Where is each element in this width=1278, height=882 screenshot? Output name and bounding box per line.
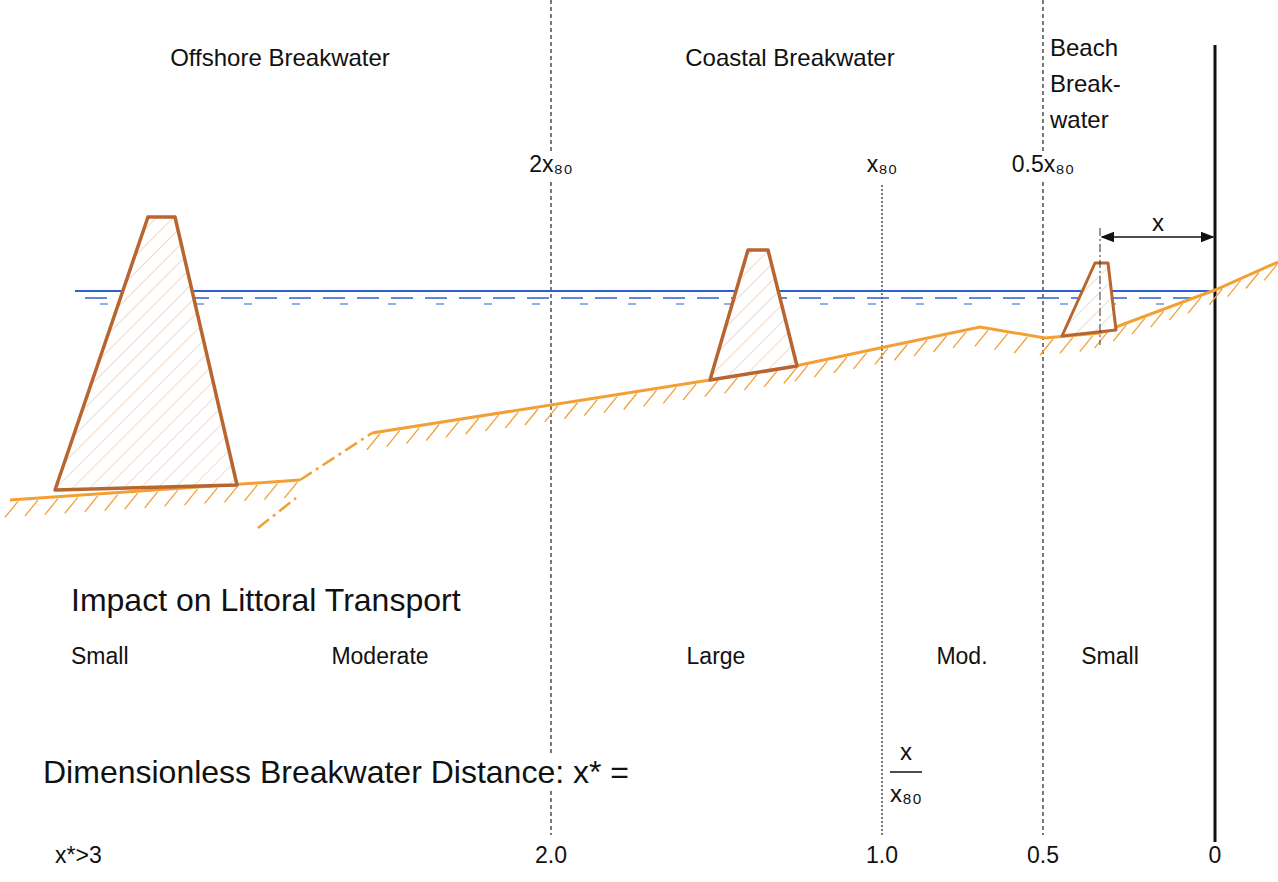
hatch-stroke <box>914 340 927 356</box>
hatch-stroke <box>85 496 98 512</box>
hatch-stroke <box>406 428 419 444</box>
hatch-stroke <box>105 495 118 511</box>
scale-value: 0 <box>1206 842 1225 870</box>
zone-boundary <box>550 0 551 835</box>
impact-level: Small <box>1078 643 1142 671</box>
hatch-stroke <box>663 387 676 403</box>
water-line <box>100 303 1190 304</box>
zone-title: Beach Break- water <box>1047 30 1141 138</box>
dimension-label: x <box>1149 209 1167 238</box>
breakwater-section <box>55 217 237 490</box>
break-mark <box>258 498 296 528</box>
hatch-stroke <box>45 499 58 515</box>
hatch-stroke <box>975 330 988 346</box>
hatch-stroke <box>894 344 907 360</box>
impact-level: Mod. <box>933 643 990 671</box>
distance-mark: x₈₀ <box>864 151 901 179</box>
hatch-stroke <box>1060 337 1073 353</box>
hatch-stroke <box>683 384 696 400</box>
water-line <box>75 290 1215 292</box>
hatch-stroke <box>485 415 498 431</box>
scale-value: 2.0 <box>532 842 570 870</box>
hatch-stroke <box>834 357 847 373</box>
hatch-stroke <box>224 486 237 502</box>
scale-value: 0.5 <box>1024 842 1062 870</box>
shoreline-marker <box>1214 45 1217 845</box>
hatch-stroke <box>205 488 218 504</box>
hatch-stroke <box>744 374 757 390</box>
hatch-stroke <box>1014 337 1027 353</box>
fraction-denominator: x₈₀ <box>887 780 925 809</box>
hatch-stroke <box>764 371 777 387</box>
hatch-stroke <box>25 500 38 516</box>
hatch-stroke <box>244 485 257 501</box>
section-heading: Impact on Littoral Transport <box>68 581 464 619</box>
hatch-stroke <box>854 353 867 369</box>
hatch-stroke <box>814 361 827 377</box>
breakwater-section <box>710 250 797 380</box>
hatch-stroke <box>525 409 538 425</box>
hatch-stroke <box>446 421 459 437</box>
hatch-stroke <box>505 412 518 428</box>
hatch-stroke <box>644 390 657 406</box>
reference-line <box>1100 228 1101 345</box>
zone-boundary <box>1042 0 1043 835</box>
hatch-stroke <box>264 484 277 500</box>
hatch-stroke <box>564 403 577 419</box>
distance-mark: 2x₈₀ <box>526 151 575 179</box>
hatch-stroke <box>65 497 78 513</box>
hatch-stroke <box>125 493 138 509</box>
scale-value: 1.0 <box>863 842 901 870</box>
hatch-stroke <box>995 334 1008 350</box>
impact-level: Small <box>68 643 132 671</box>
hatch-stroke <box>1080 336 1093 352</box>
dimension-arrow <box>1102 236 1213 238</box>
hatch-stroke <box>934 336 947 352</box>
hatch-stroke <box>604 397 617 413</box>
hatch-stroke <box>624 393 637 409</box>
seabed <box>372 262 1278 433</box>
hatch-stroke <box>875 348 888 364</box>
zone-title: Offshore Breakwater <box>167 44 393 73</box>
fraction-bar <box>890 771 922 773</box>
impact-level: Moderate <box>328 643 431 671</box>
zone-boundary <box>881 185 882 835</box>
break-mark <box>300 433 372 480</box>
hatch-stroke <box>1040 339 1053 355</box>
hatch-stroke <box>545 406 558 422</box>
distance-mark: 0.5x₈₀ <box>1009 151 1078 179</box>
formula-text: Dimensionless Breakwater Distance: x* = <box>40 753 632 791</box>
hatch-stroke <box>165 490 178 506</box>
hatch-stroke <box>284 482 297 498</box>
hatch-stroke <box>584 400 597 416</box>
hatch-stroke <box>725 377 738 393</box>
hatch-stroke <box>705 381 718 397</box>
zone-title: Coastal Breakwater <box>682 44 897 73</box>
breakwater-section <box>1062 263 1116 336</box>
hatch-stroke <box>426 424 439 440</box>
hatch-stroke <box>5 501 18 517</box>
impact-level: Large <box>684 643 749 671</box>
hatch-stroke <box>145 492 158 508</box>
water-line <box>85 297 1205 299</box>
hatch-stroke <box>953 332 966 348</box>
hatch-stroke <box>185 489 198 505</box>
fraction-numerator: x <box>897 738 915 767</box>
hatch-stroke <box>387 431 400 447</box>
scale-value: x*>3 <box>52 842 105 870</box>
hatch-stroke <box>466 418 479 434</box>
